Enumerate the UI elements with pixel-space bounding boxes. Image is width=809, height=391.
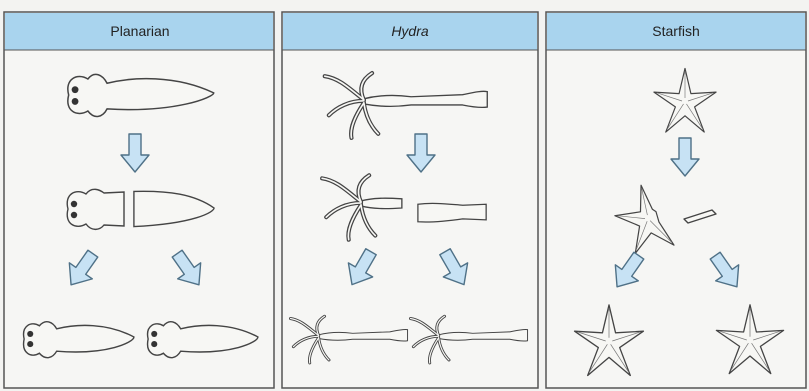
- panel-frame: [282, 12, 538, 388]
- panel-title: Starfish: [652, 23, 699, 39]
- panel-planarian: Planarian: [4, 12, 274, 388]
- hydra-body-piece: [418, 203, 486, 222]
- planarian-head-piece: [67, 189, 124, 229]
- panel-starfish: Starfish: [546, 12, 806, 388]
- panel-hydra: Hydra: [282, 12, 538, 388]
- panel-title: Hydra: [391, 23, 429, 39]
- panel-title: Planarian: [110, 23, 169, 39]
